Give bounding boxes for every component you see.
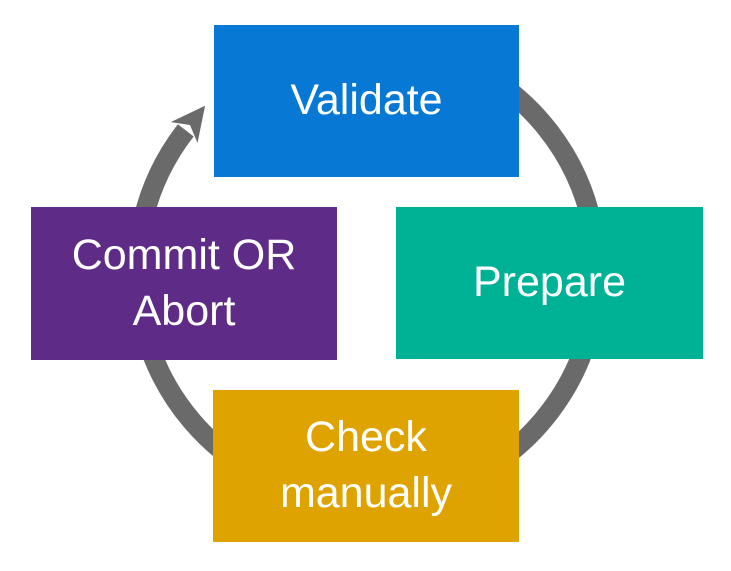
- node-commit-or-abort-label: Commit OR Abort: [71, 230, 297, 335]
- node-check-manually: Check manually: [213, 390, 519, 542]
- node-validate: Validate: [214, 25, 519, 177]
- node-prepare-label: Prepare: [473, 258, 626, 307]
- node-validate-label: Validate: [290, 76, 443, 125]
- node-check-manually-label: Check manually: [279, 413, 453, 517]
- node-commit-or-abort: Commit OR Abort: [31, 207, 337, 360]
- node-prepare: Prepare: [396, 207, 703, 359]
